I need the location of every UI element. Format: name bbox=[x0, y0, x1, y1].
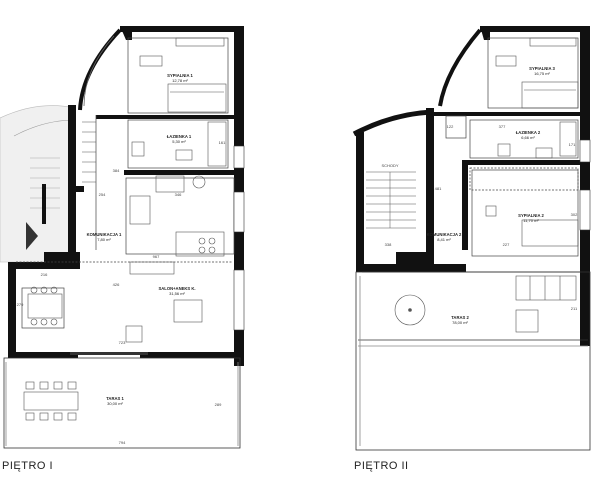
dimension-label: 426 bbox=[113, 282, 120, 287]
stair-label: SCHODY bbox=[381, 163, 398, 168]
room-name: SYPIALNIA 3 bbox=[529, 66, 555, 71]
room-name: KOMUNIKACJA 1 bbox=[87, 232, 122, 237]
room-area: 8,41 m² bbox=[437, 237, 451, 242]
dimension-label: 254 bbox=[99, 192, 106, 197]
dimension-label: 967 bbox=[153, 254, 160, 259]
room-area: 78,00 m² bbox=[452, 320, 468, 325]
floor-1-plan bbox=[0, 26, 245, 449]
floor-2-walls bbox=[356, 26, 590, 346]
room-name: SALON+ANEKS K. bbox=[158, 286, 195, 291]
room-name: SYPIALNIA 2 bbox=[518, 213, 544, 218]
dimension-label: 794 bbox=[119, 440, 126, 445]
floor-2-room-labels: SYPIALNIA 3 16,75 m² ŁAZIENKA 2 6,66 m² … bbox=[381, 66, 555, 325]
dimension-label: 171 bbox=[569, 142, 576, 147]
floor-1-room-labels: SYPIALNIA 1 12,78 m² ŁAZIENKA 1 5,30 m² … bbox=[87, 73, 196, 406]
floor-1-dimensions: 161 254 384 346 216 279 426 967 723 289 … bbox=[17, 140, 226, 445]
room-name: SYPIALNIA 1 bbox=[167, 73, 193, 78]
dimension-label: 481 bbox=[435, 186, 442, 191]
floor-1-caption: PIĘTRO I bbox=[2, 460, 54, 472]
floor-1-exterior-area bbox=[0, 105, 76, 263]
floor-2-terrace-furniture bbox=[394, 275, 577, 333]
entrance-arrow-icon bbox=[26, 222, 38, 250]
dimension-label: 289 bbox=[215, 402, 222, 407]
floor-1-furniture bbox=[23, 37, 227, 421]
terrace-1-outline bbox=[3, 357, 241, 449]
floor-2-stair bbox=[366, 171, 416, 229]
dimension-label: 279 bbox=[17, 302, 24, 307]
room-name: TARAS 2 bbox=[451, 315, 469, 320]
terrace-2-outline bbox=[355, 271, 591, 451]
room-area: 11,70 m² bbox=[523, 218, 539, 223]
dimension-label: 122 bbox=[447, 124, 454, 129]
room-area: 16,75 m² bbox=[534, 71, 550, 76]
room-area: 30,00 m² bbox=[107, 401, 123, 406]
dimension-label: 211 bbox=[571, 306, 578, 311]
room-area: 6,66 m² bbox=[521, 135, 535, 140]
room-area: 31,56 m² bbox=[169, 291, 185, 296]
dimension-label: 302 bbox=[571, 212, 578, 217]
floor-2-caption: PIĘTRO II bbox=[354, 460, 409, 472]
floor-2-furniture bbox=[485, 37, 579, 247]
dimension-label: 723 bbox=[119, 340, 126, 345]
dimension-label: 338 bbox=[385, 242, 392, 247]
dimension-label: 216 bbox=[41, 272, 48, 277]
floor-2-dimensions: 122 377 171 481 302 227 338 211 bbox=[385, 124, 578, 311]
room-area: 5,30 m² bbox=[172, 139, 186, 144]
floor-2-plan bbox=[352, 26, 591, 451]
dimension-label: 384 bbox=[113, 168, 120, 173]
floor-1-internal-stair bbox=[82, 121, 96, 183]
room-name: ŁAZIENKA 2 bbox=[516, 130, 541, 135]
dimension-label: 227 bbox=[503, 242, 510, 247]
room-area: 7,80 m² bbox=[97, 237, 111, 242]
room-name: KOMUNIKACJA 2 bbox=[427, 232, 462, 237]
dimension-label: 161 bbox=[219, 140, 226, 145]
room-name: ŁAZIENKA 1 bbox=[167, 134, 192, 139]
room-name: TARAS 1 bbox=[106, 396, 124, 401]
dimension-label: 346 bbox=[175, 192, 182, 197]
room-area: 12,78 m² bbox=[172, 78, 188, 83]
dimension-label: 377 bbox=[499, 124, 506, 129]
